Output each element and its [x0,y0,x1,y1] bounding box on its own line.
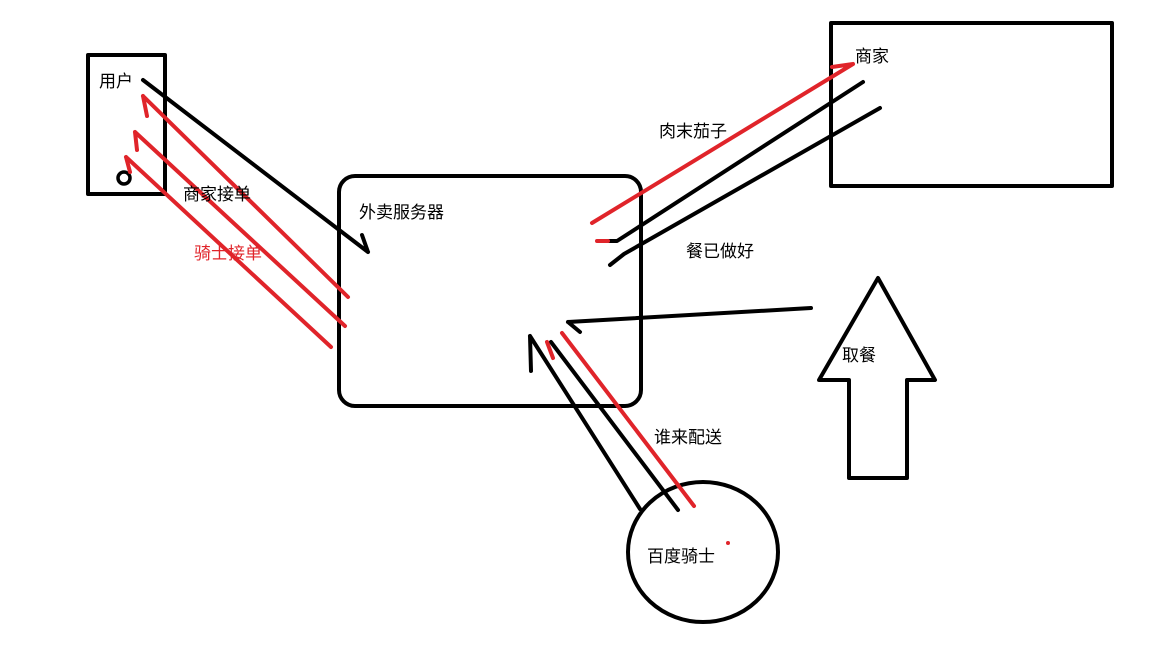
user-dot-icon [116,170,132,186]
rider-accepts-label: 骑士接单 [194,244,262,264]
who-delivers-label: 谁来配送 [654,428,722,448]
arrow-server-to-merchant [590,62,855,225]
arrow-rider-to-server-1 [528,334,642,511]
arrow-server-to-rider-1 [560,331,696,508]
server-label: 外卖服务器 [359,203,444,223]
rider-label: 百度骑士 [647,547,715,567]
server-box [337,174,643,408]
order-item-label: 肉末茄子 [659,122,727,142]
arrow-merchant-to-server-2 [608,106,882,267]
arrow-server-to-rider-2 [545,340,555,360]
arrow-server-to-user-1 [141,94,350,299]
rider-circle [626,480,780,624]
arrow-rider-to-server-2 [549,340,680,512]
user-box [86,53,167,196]
user-label: 用户 [99,72,133,92]
merchant-accepts-label: 商家接单 [183,185,251,205]
meal-ready-label: 餐已做好 [686,242,754,262]
arrow-server-to-user-2 [133,130,347,328]
arrow-pickup-to-server [566,306,813,334]
rider-red-dot [726,541,730,545]
merchant-label: 商家 [855,47,889,67]
arrow-user-to-server [141,78,370,254]
pickup-label: 取餐 [842,346,876,366]
pickup-arrow-shape [817,276,937,480]
arrow-server-to-user-3 [124,155,333,349]
